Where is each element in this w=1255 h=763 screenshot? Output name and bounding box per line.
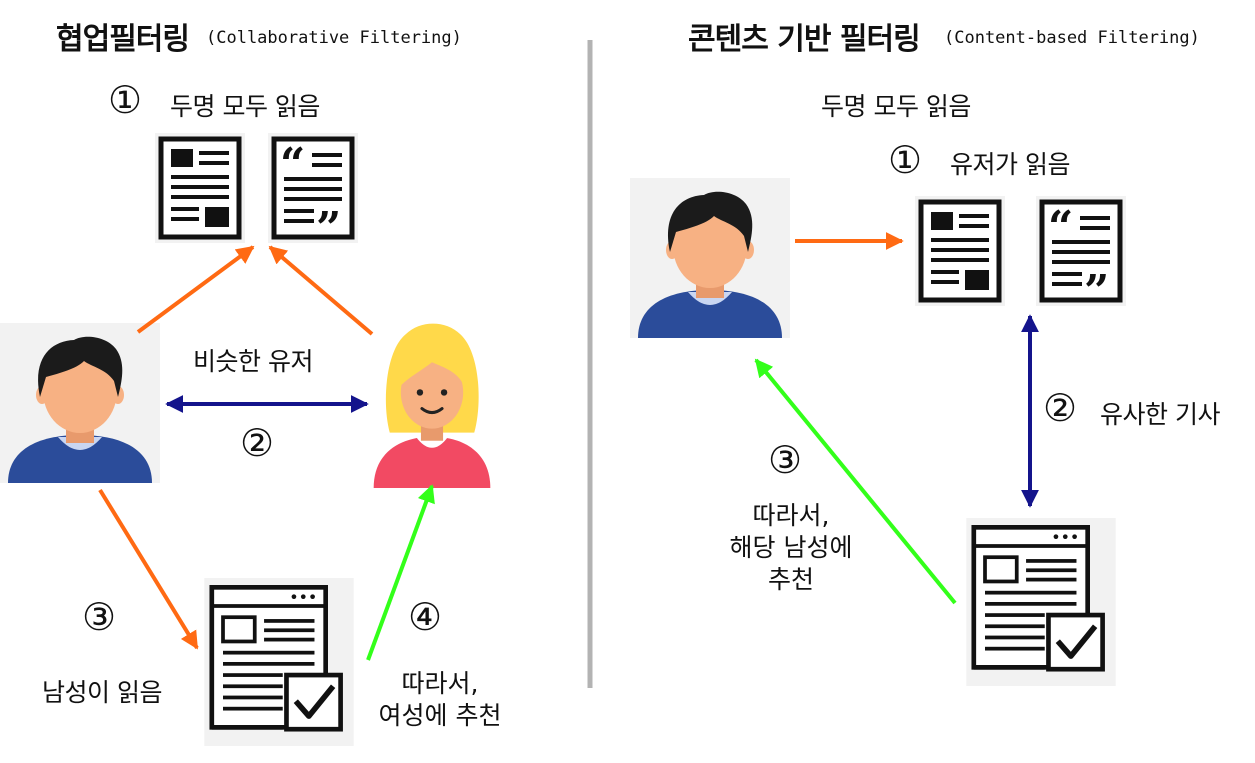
article-check-icon — [204, 578, 353, 746]
quote-document-icon — [268, 133, 358, 254]
user-male-icon — [630, 178, 790, 338]
user-female-icon — [374, 324, 491, 488]
left-title-en: (Collaborative Filtering) — [206, 28, 462, 48]
user-male-icon — [0, 323, 160, 483]
arrow-female-to-articles — [270, 247, 372, 334]
newspaper-icon — [155, 133, 245, 243]
user-read-label: 유저가 읽음 — [950, 145, 1070, 181]
right-both-read-label: 두명 모두 읽음 — [821, 87, 971, 123]
step-2-right: ② — [1043, 388, 1077, 428]
step-1-right: ① — [888, 140, 922, 180]
left-both-read-label: 두명 모두 읽음 — [170, 87, 320, 123]
step-2-left: ② — [240, 423, 274, 463]
left-title: 협업필터링 — [56, 14, 189, 58]
step-1-left: ① — [108, 80, 142, 120]
step-4-left: ④ — [408, 597, 442, 637]
recommend-female-label: 따라서, 여성에 추천 — [360, 668, 520, 732]
right-title-en: (Content-based Filtering) — [944, 28, 1200, 48]
step-3-left: ③ — [82, 597, 116, 637]
article-check-icon — [966, 518, 1115, 686]
arrow-male-to-articles — [138, 247, 253, 332]
similar-user-label: 비슷한 유저 — [193, 342, 313, 378]
quote-document-icon — [1036, 196, 1126, 317]
step-3-right: ③ — [768, 440, 802, 480]
similar-article-label: 유사한 기사 — [1100, 395, 1220, 431]
recommend-male-label: 따라서, 해당 남성에 추천 — [706, 500, 876, 596]
male-read-label: 남성이 읽음 — [42, 673, 162, 709]
right-title: 콘텐츠 기반 필터링 — [688, 14, 920, 58]
newspaper-icon — [915, 196, 1005, 306]
